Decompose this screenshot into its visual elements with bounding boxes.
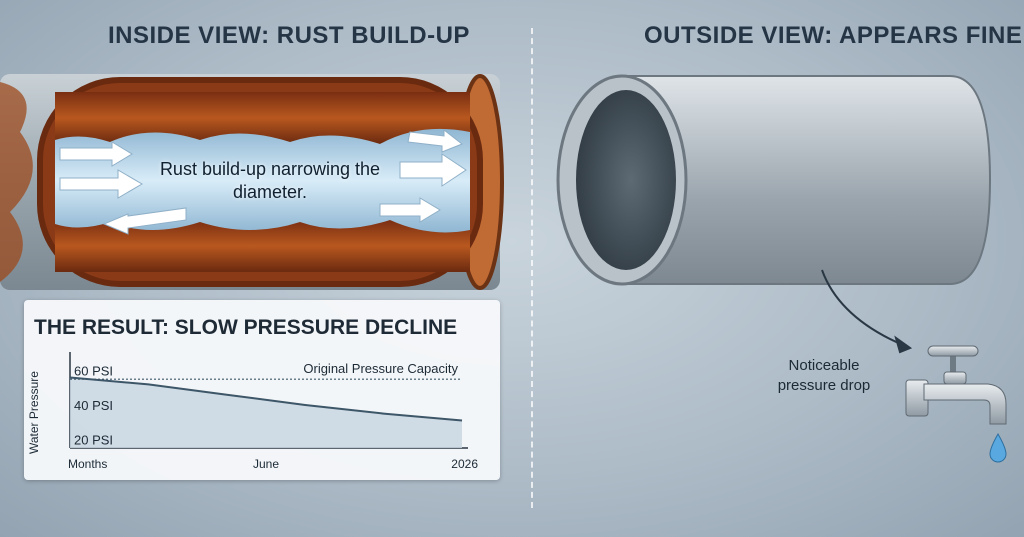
x-tick-label: Months xyxy=(68,457,107,471)
y-tick-label: 20 PSI xyxy=(74,432,113,447)
y-tick-label: 60 PSI xyxy=(74,364,113,379)
faucet-icon xyxy=(905,345,1007,425)
flow-arrow xyxy=(102,207,187,235)
pressure-line xyxy=(69,376,463,422)
flow-arrow xyxy=(407,128,463,153)
flow-arrow xyxy=(399,153,467,187)
steel-pipe-exterior xyxy=(556,74,1007,463)
pressure-area xyxy=(70,377,462,448)
pipe-bore xyxy=(576,90,676,270)
y-tick-label: 40 PSI xyxy=(74,398,113,413)
water-drop-icon xyxy=(989,432,1007,463)
flow-arrows xyxy=(59,128,467,235)
flow-arrow xyxy=(379,197,441,223)
flow-arrow xyxy=(59,169,143,199)
panel-divider xyxy=(531,28,533,508)
pressure-drop-callout: Noticeable pressure drop xyxy=(777,357,871,394)
flow-arrow xyxy=(59,141,133,167)
rust-deposit-top xyxy=(55,92,470,144)
callout-arrow-line xyxy=(821,269,911,349)
steel-pipe-body xyxy=(619,75,992,285)
callout-arrow-head xyxy=(894,335,913,354)
pressure-chart: Original Pressure Capacity 60 PSI 40 PSI 20… xyxy=(27,352,478,471)
chart-title: THE RESULT: SLOW PRESSURE DECLINE xyxy=(34,316,458,339)
rust-callout-label: Rust build-up narrowing the diameter. xyxy=(159,159,381,202)
outside-view-panel: OUTSIDE VIEW: APPEARS FINE xyxy=(540,0,1024,537)
outer-rust-stain xyxy=(0,82,33,282)
rust-deposit-bottom xyxy=(55,220,470,272)
y-axis-label: Water Pressure xyxy=(27,371,41,454)
outside-view-heading: OUTSIDE VIEW: APPEARS FINE xyxy=(644,22,1023,49)
x-tick-label: June xyxy=(253,457,279,471)
inside-view-panel: INSIDE VIEW: RUST BUILD-UP xyxy=(0,22,504,471)
inside-view-heading: INSIDE VIEW: RUST BUILD-UP xyxy=(108,22,470,49)
x-tick-label: 2026 xyxy=(451,457,478,471)
water-channel xyxy=(55,128,470,233)
reference-label: Original Pressure Capacity xyxy=(303,361,458,376)
rusted-pipe-cutaway xyxy=(0,74,504,290)
